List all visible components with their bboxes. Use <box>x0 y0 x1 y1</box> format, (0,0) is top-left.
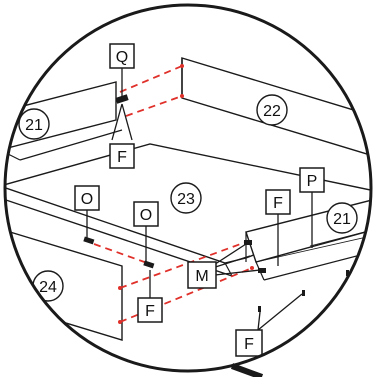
svg-text:F: F <box>244 336 254 353</box>
box-F-right: F <box>265 189 291 215</box>
svg-text:F: F <box>145 303 155 320</box>
svg-text:O: O <box>140 207 152 224</box>
box-M: M <box>187 261 217 289</box>
part-21-left: 21 <box>18 108 50 140</box>
svg-text:23: 23 <box>177 191 195 208</box>
box-P: P <box>299 167 325 193</box>
box-Q: Q <box>109 43 135 69</box>
box-O-left: O <box>74 185 100 211</box>
alignment-guides <box>93 65 253 323</box>
svg-text:21: 21 <box>333 211 351 228</box>
svg-text:24: 24 <box>39 279 57 296</box>
part-22: 22 <box>256 94 288 126</box>
svg-text:M: M <box>195 268 208 285</box>
leader-lines <box>86 68 313 331</box>
magnifier-outline <box>3 3 373 373</box>
box-F-mid: F <box>137 297 163 323</box>
svg-text:22: 22 <box>263 103 281 120</box>
magnifier-tail <box>230 363 264 377</box>
part-21-right: 21 <box>326 202 358 234</box>
svg-text:Q: Q <box>116 49 128 66</box>
part-23: 23 <box>170 182 202 214</box>
svg-text:F: F <box>117 149 127 166</box>
box-O-mid: O <box>133 201 159 227</box>
svg-text:21: 21 <box>25 117 43 134</box>
part-24: 24 <box>32 270 64 302</box>
box-F-bottom: F <box>235 329 263 357</box>
box-F-top: F <box>109 143 135 169</box>
panel-21-left <box>5 81 117 151</box>
svg-text:O: O <box>81 191 93 208</box>
svg-text:P: P <box>307 173 318 190</box>
magnified-area: Q F O O F M F P <box>5 43 371 357</box>
svg-text:F: F <box>273 195 283 212</box>
